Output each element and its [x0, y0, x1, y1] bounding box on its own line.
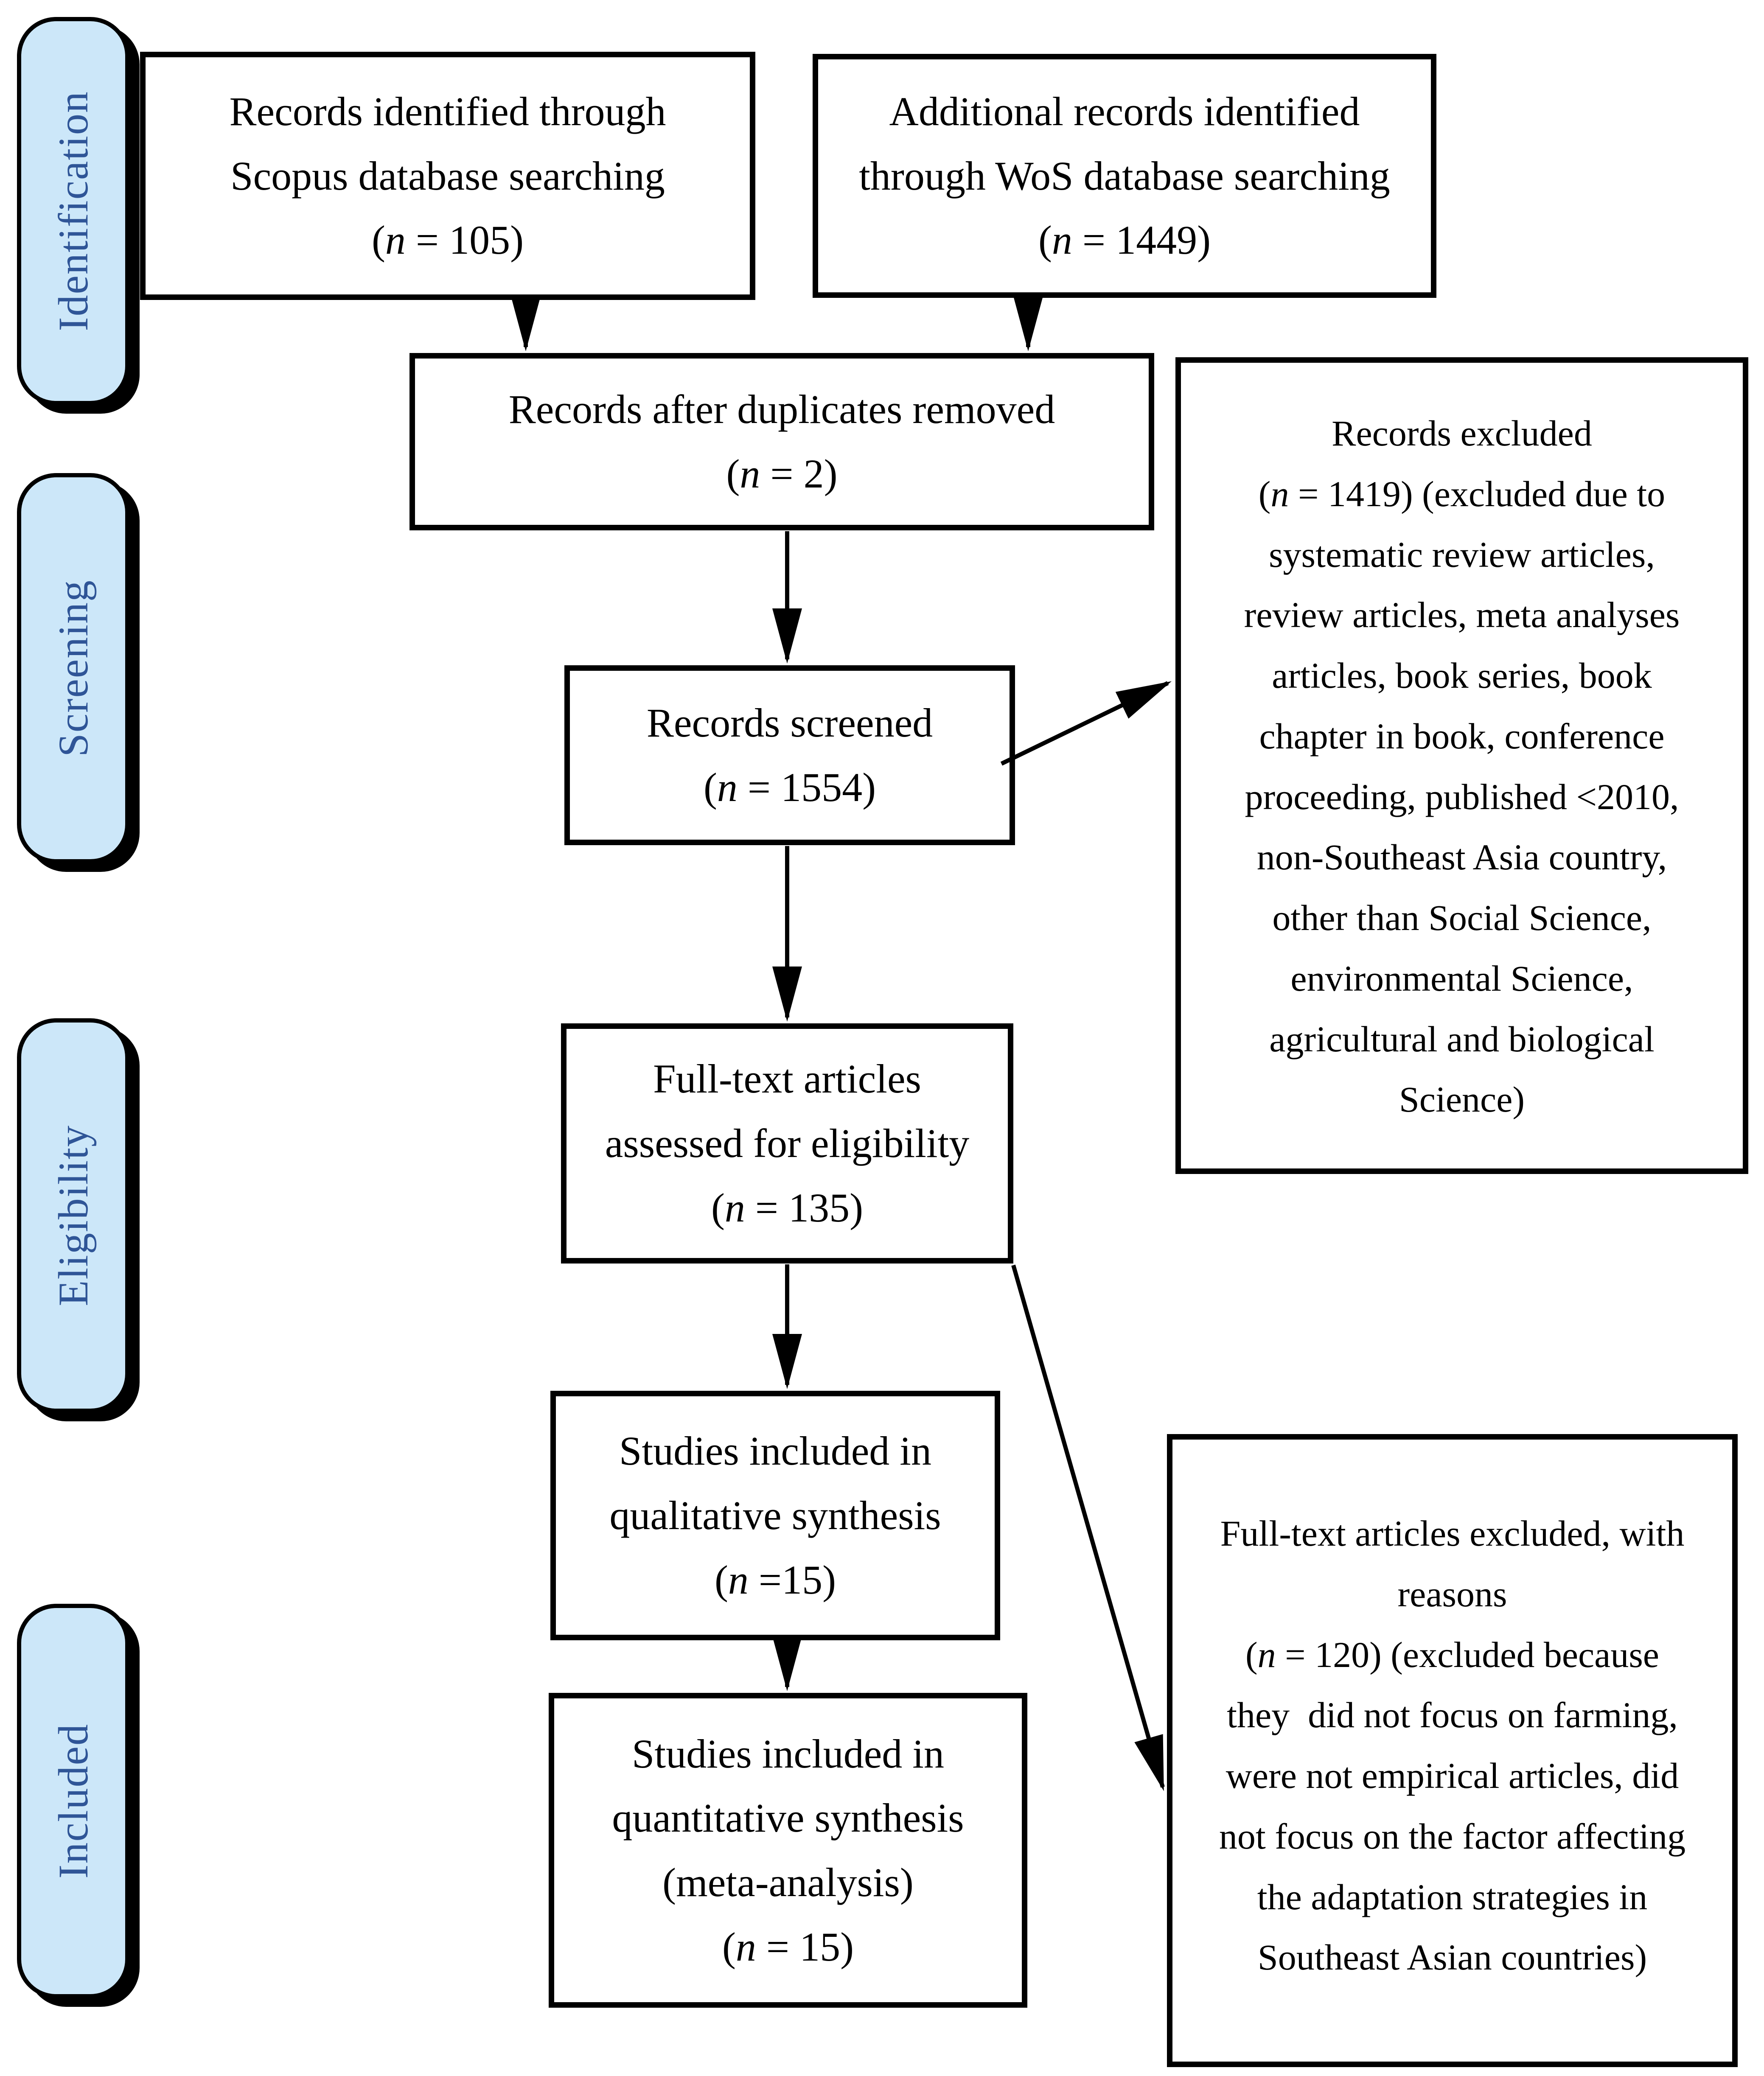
box-studies-qualitative-synthesis: Studies included in qualitative synthesis… — [550, 1391, 1000, 1640]
box-fulltext-articles-assessed: Full-text articles assessed for eligibili… — [561, 1023, 1013, 1264]
text-line: Additional records identified — [889, 88, 1360, 134]
box-records-excluded: Records excluded (n = 1419) (excluded due… — [1175, 357, 1748, 1174]
arrow-screened-to-records-excluded — [1000, 681, 1172, 766]
box-additional-records-wos: Additional records identified through WoS… — [813, 54, 1436, 298]
box-records-after-duplicates-removed: Records after duplicates removed (n = 2) — [409, 353, 1154, 530]
text-line: (n = 2) — [726, 451, 838, 496]
text-line: chapter in book, conference — [1259, 715, 1665, 756]
text-line: (n = 1449) — [1038, 217, 1211, 263]
text-line: quantitative synthesis — [612, 1795, 964, 1841]
text-line: not focus on the factor affecting — [1219, 1815, 1686, 1857]
text-line: Studies included in — [632, 1731, 944, 1776]
text-line: (n =15) — [714, 1557, 836, 1603]
text-line: environmental Science, — [1290, 958, 1633, 999]
stage-eligibility-label: Eligibility — [50, 1125, 97, 1306]
stage-eligibility: Eligibility — [17, 1018, 129, 1413]
text-line: Records excluded — [1332, 413, 1592, 454]
text-line: assessed for eligibility — [605, 1121, 970, 1166]
text-line: proceeding, published <2010, — [1245, 776, 1679, 817]
arrow-fulltext-to-fulltext-excluded — [1011, 1264, 1165, 1791]
text-line: reasons — [1397, 1573, 1507, 1614]
stage-identification: Identification — [17, 17, 129, 405]
text-line: Scopus database searching — [230, 153, 665, 199]
text-line: (n = 120) (excluded because — [1245, 1634, 1659, 1675]
text-line: (n = 105) — [371, 217, 524, 263]
text-line: Records screened — [646, 700, 933, 746]
text-line: they did not focus on farming, — [1227, 1695, 1678, 1736]
text-line: were not empirical articles, did — [1226, 1755, 1679, 1796]
box-fulltext-articles-excluded: Full-text articles excluded, with reasons… — [1167, 1434, 1738, 2067]
text-line: systematic review articles, — [1269, 534, 1655, 575]
stage-included-label: Included — [50, 1723, 97, 1879]
text-line: qualitative synthesis — [609, 1493, 941, 1538]
text-line: Southeast Asian countries) — [1257, 1937, 1647, 1978]
stage-identification-label: Identification — [50, 91, 97, 331]
text-line: (meta-analysis) — [662, 1860, 914, 1905]
text-line: other than Social Science, — [1272, 897, 1652, 938]
text-line: Science) — [1399, 1079, 1525, 1120]
text-line: Full-text articles — [653, 1056, 921, 1102]
text-line: (n = 1419) (excluded due to — [1258, 473, 1666, 514]
text-line: non-Southeast Asia country, — [1256, 837, 1667, 878]
text-line: (n = 15) — [722, 1924, 854, 1970]
text-line: Records after duplicates removed — [508, 387, 1055, 432]
stage-screening: Screening — [17, 473, 129, 863]
text-line: (n = 1554) — [703, 765, 876, 810]
text-line: the adaptation strategies in — [1257, 1876, 1648, 1917]
box-studies-quantitative-synthesis: Studies included in quantitative synthesi… — [549, 1693, 1027, 2008]
text-line: through WoS database searching — [859, 153, 1390, 199]
text-line: articles, book series, book — [1272, 655, 1652, 696]
stage-screening-label: Screening — [50, 580, 97, 757]
text-line: review articles, meta analyses — [1244, 594, 1680, 636]
text-line: agricultural and biological — [1269, 1018, 1655, 1059]
text-line: Records identified through — [229, 88, 666, 134]
stage-included: Included — [17, 1604, 129, 1998]
text-line: (n = 135) — [711, 1185, 864, 1230]
box-records-screened: Records screened (n = 1554) — [564, 665, 1015, 845]
text-line: Studies included in — [619, 1428, 931, 1474]
text-line: Full-text articles excluded, with — [1220, 1513, 1685, 1554]
